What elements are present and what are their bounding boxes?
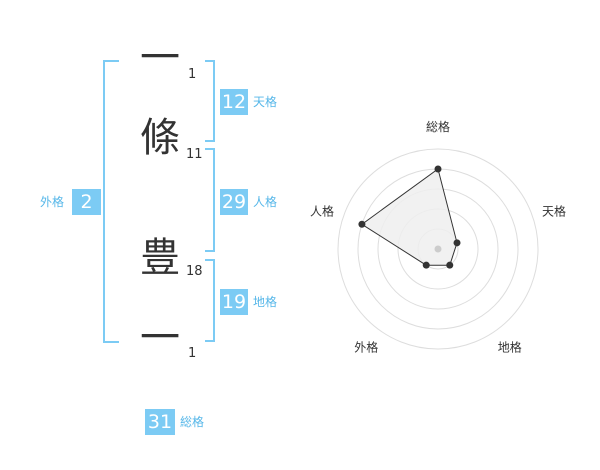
radar-point: [446, 261, 454, 269]
radar-axis-label: 総格: [426, 119, 450, 134]
radar-polygon: [361, 168, 458, 266]
gaikaku-value: 2: [72, 189, 101, 215]
soukaku-label: 総格: [180, 415, 205, 429]
chikaku-value: 19: [220, 289, 248, 315]
gaikaku-bracket: [103, 60, 119, 343]
radar-axis-label: 外格: [354, 340, 378, 355]
chikaku-label: 地格: [253, 295, 278, 309]
radar-point: [434, 165, 442, 173]
stroke-count-2: 11: [186, 147, 203, 162]
jinkaku-bracket: [205, 148, 215, 252]
radar-axis-label: 天格: [542, 203, 566, 218]
jinkaku-value: 29: [220, 189, 248, 215]
name-char-4: 一: [140, 315, 180, 361]
name-char-2: 條: [140, 115, 180, 161]
radar-point: [453, 239, 461, 247]
soukaku-value: 31: [145, 409, 175, 435]
name-char-3: 豊: [140, 235, 180, 281]
radar-point: [358, 220, 366, 228]
name-char-1: 一: [140, 35, 180, 81]
tenkaku-value: 12: [220, 89, 248, 115]
radar-point: [422, 261, 430, 269]
radar-axis-label: 人格: [310, 203, 334, 218]
stroke-count-1: 1: [188, 67, 197, 82]
radar-axis-label: 地格: [498, 340, 522, 355]
stroke-count-3: 18: [186, 264, 203, 279]
radar-center-dot: [434, 245, 442, 253]
tenkaku-bracket: [205, 60, 215, 142]
radar-ring: [337, 148, 539, 350]
stroke-count-4: 1: [188, 346, 197, 361]
tenkaku-label: 天格: [253, 95, 278, 109]
gaikaku-label: 外格: [40, 195, 65, 209]
chikaku-bracket: [205, 259, 215, 342]
jinkaku-label: 人格: [253, 195, 278, 209]
